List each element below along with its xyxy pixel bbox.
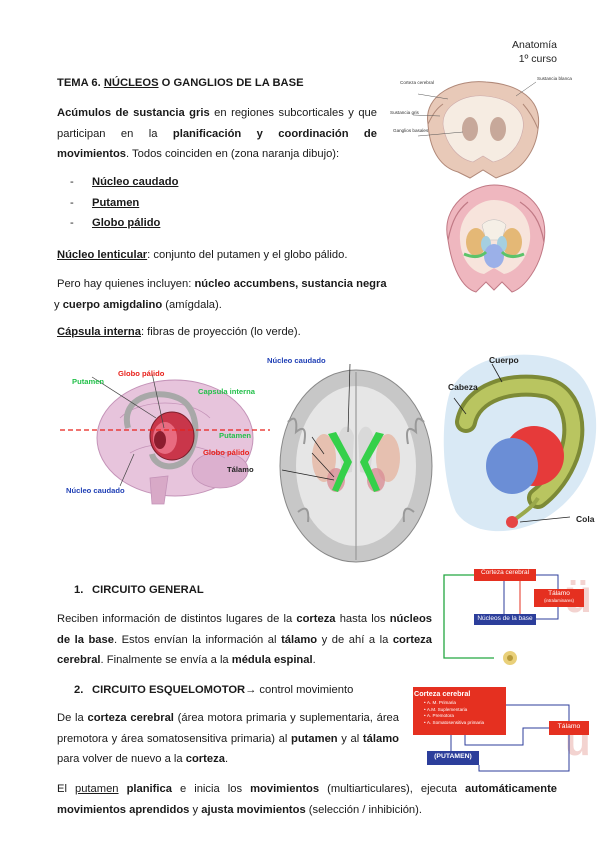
fig3-label-cabeza: Cabeza (448, 382, 478, 392)
list-item: -Putamen (70, 196, 140, 209)
list-item: -Núcleo caudado (70, 176, 179, 188)
section2-paragraph: De la corteza cerebral (área motora prim… (57, 712, 399, 765)
diagram1-box-corteza: Corteza cerebral (480, 569, 530, 576)
title-prefix: TEMA 6. (57, 77, 104, 89)
label-sustancia-gris: Sustancia gris (390, 110, 419, 115)
fig1-label-nucleo-caudado: Núcleo caudado (66, 486, 125, 495)
subject-label: Anatomía (512, 39, 557, 51)
fig3-label-cuerpo: Cuerpo (489, 355, 519, 365)
title-underlined: NÚCLEOS (103, 77, 159, 89)
fig2-label-talamo: Tálamo (227, 465, 254, 474)
fig2-label-putamen: Putamen (219, 431, 252, 440)
fig2-label-capsula-interna: Capsula interna (198, 387, 255, 396)
fig1-label-putamen: Putamen (72, 377, 105, 386)
section1-heading: 1.CIRCUITO GENERAL (74, 584, 204, 596)
diagram1-box-nucleos: Núcleos de la base (477, 615, 533, 622)
list-item: • A.M. Suplementaria (424, 706, 468, 712)
circuit-general-diagram: ü (443, 569, 592, 665)
fig3-label-cola: Cola (576, 514, 595, 524)
section2-heading: 2.CIRCUITO ESQUELOMOTOR→ control movimie… (74, 684, 354, 696)
lenticular-definition: Núcleo lenticular: conjunto del putamen … (57, 249, 348, 261)
final-paragraph: El putamen planifica e inicia los movimi… (57, 783, 558, 816)
label-corteza-cerebral: Corteza cerebral (400, 80, 434, 85)
fig2-label-nucleo-caudado: Núcleo caudado (267, 356, 326, 365)
axial-brain-figure (279, 363, 433, 563)
label-sustancia-blanca: Sustancia blanca (537, 76, 572, 81)
page-title: TEMA 6. NÚCLEOS O GANGLIOS DE LA BASE (57, 77, 304, 89)
fig2-label-globo-palido: Globo pálido (203, 448, 250, 457)
coronal-basal-ganglia-figure (446, 184, 546, 293)
section1-paragraph: Reciben información de distintos lugares… (57, 613, 433, 666)
list-item: • A. M. Primaria (424, 700, 456, 705)
list-item: • A. Premotora (424, 713, 454, 718)
diagram2-box-talamo: Tálamo (557, 723, 581, 730)
diagram2-items: • A. M. Primaria • A.M. Suplementaria • … (424, 700, 484, 726)
diagram2-box-putamen: (PUTAMEN) (434, 753, 472, 760)
fig1-label-globo-palido: Globo pálido (118, 369, 165, 378)
capsule-definition: Cápsula interna: fibras de proyección (l… (57, 326, 301, 338)
caudate-3d-figure (443, 354, 597, 532)
circuit-esqueletomotor-diagram: ü (413, 687, 591, 772)
others-paragraph: Pero hay quienes incluyen: núcleo accumb… (54, 278, 387, 311)
list-item: -Globo pálido (70, 217, 161, 229)
coronal-brain-figure (412, 81, 540, 179)
year-label: 1º curso (518, 53, 557, 65)
list-item: • A. Somatosensitiva primaria (424, 719, 485, 725)
label-ganglios-basales: Ganglios basales (393, 128, 429, 133)
title-suffix: O GANGLIOS DE LA BASE (158, 77, 304, 89)
intro-paragraph: Acúmulos de sustancia gris en regiones s… (57, 107, 377, 160)
nuclei-list: -Núcleo caudado -Putamen -Globo pálido (70, 172, 178, 234)
diagram2-box-title: Corteza cerebral (414, 689, 471, 698)
course-header: Anatomía 1º curso (512, 38, 557, 66)
diagram1-box-talamo: Tálamo(intralaminares) (544, 590, 574, 603)
lateral-brain-figure (60, 372, 270, 505)
